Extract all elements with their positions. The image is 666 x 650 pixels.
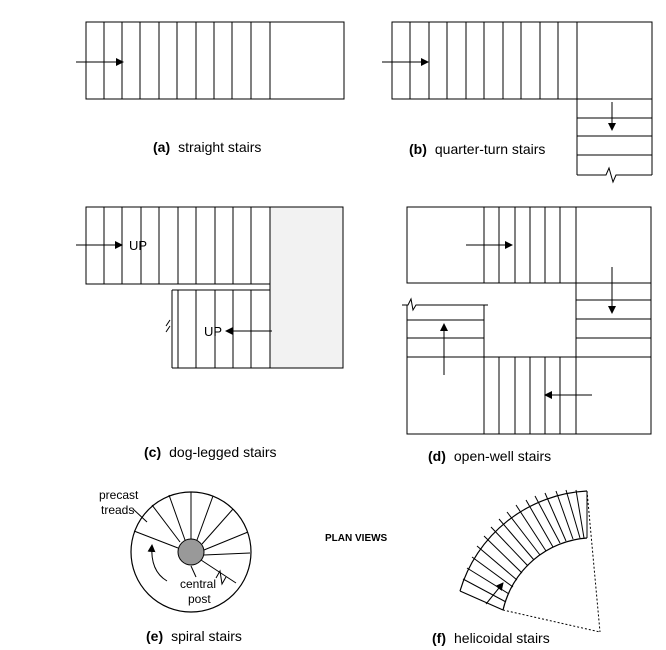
dog-legged-landing <box>269 206 344 369</box>
caption-b: (b)quarter-turn stairs <box>409 141 545 157</box>
caption-e: (e)spiral stairs <box>146 628 242 644</box>
helicoidal-stairs-plan <box>459 489 601 633</box>
open-well-right-flight <box>575 283 652 357</box>
precast-label-1: precast <box>99 488 139 502</box>
open-well-left-flight <box>402 297 488 357</box>
dog-legged-stairs-plan <box>76 206 344 369</box>
up-label-top: UP <box>129 238 147 253</box>
straight-stairs-treads <box>103 22 271 99</box>
central-post <box>177 538 205 566</box>
dog-legged-lower-treads <box>171 290 252 368</box>
quarter-turn-upper-treads <box>409 22 578 99</box>
precast-label-2: treads <box>101 503 134 517</box>
up-label-bottom: UP <box>204 324 222 339</box>
caption-c: (c)dog-legged stairs <box>144 444 277 460</box>
helicoidal-stairs-treads <box>462 489 585 603</box>
quarter-turn-stairs-plan <box>382 21 653 184</box>
caption-f: (f)helicoidal stairs <box>432 630 550 646</box>
caption-d: (d)open-well stairs <box>428 448 551 464</box>
spiral-stairs-plan <box>130 491 252 613</box>
open-well-top-treads <box>498 207 561 283</box>
central-label-2: post <box>188 592 211 606</box>
plan-views-label: PLAN VIEWS <box>325 533 388 544</box>
spiral-stairs-treads <box>133 492 251 584</box>
direction-arrow <box>147 544 168 582</box>
quarter-turn-lower-flight <box>576 99 653 184</box>
direction-arrow <box>485 582 504 605</box>
straight-stairs-plan <box>76 21 345 100</box>
caption-a: (a)straight stairs <box>153 139 261 155</box>
open-well-stairs-plan <box>402 206 652 435</box>
central-label-1: central <box>180 577 216 591</box>
dog-legged-upper-treads <box>103 207 252 284</box>
